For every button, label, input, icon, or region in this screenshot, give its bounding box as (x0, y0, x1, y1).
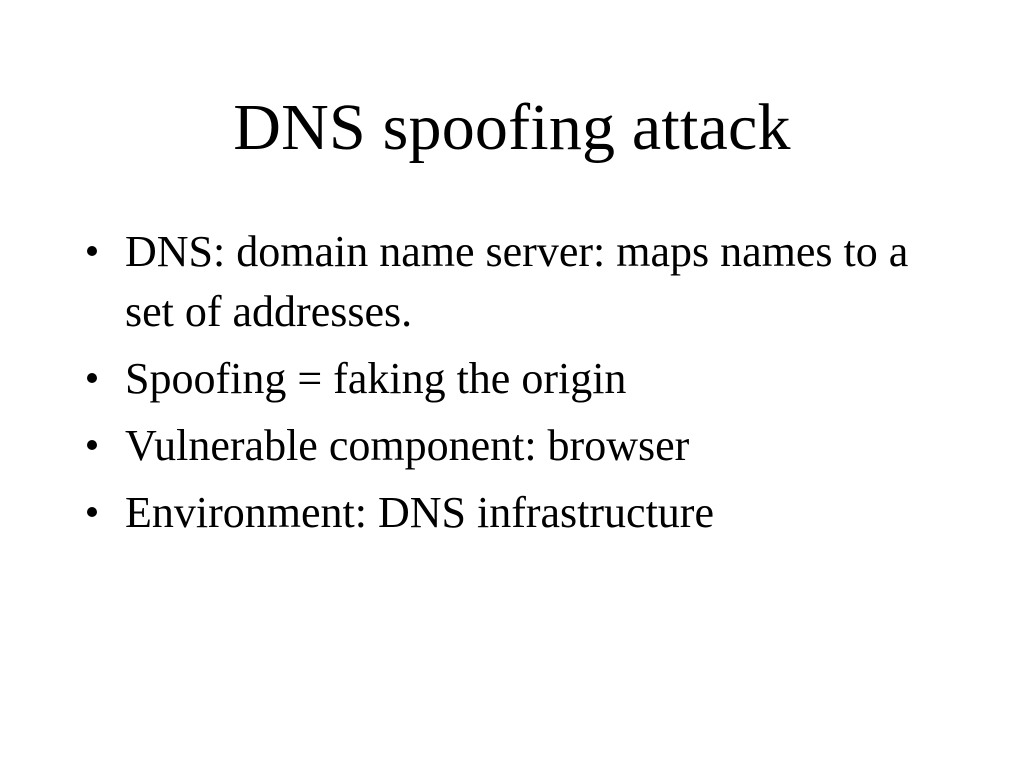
bullet-dot-icon (87, 440, 97, 450)
bullet-list: DNS: domain name server: maps names to a… (78, 222, 964, 543)
bullet-item-label: Vulnerable component: browser (125, 421, 690, 470)
bullet-dot-icon (87, 373, 97, 383)
bullet-dot-icon (87, 507, 97, 517)
slide-title: DNS spoofing attack (233, 91, 791, 164)
bullet-item-label: Environment: DNS infrastructure (125, 488, 714, 537)
bullet-item-vulnerable-component: Vulnerable component: browser (78, 416, 964, 476)
bullet-item-label: DNS: domain name server: maps names to a… (125, 227, 909, 336)
bullet-item-environment: Environment: DNS infrastructure (78, 483, 964, 543)
bullet-item-label: Spoofing = faking the origin (125, 354, 627, 403)
slide-body: DNS: domain name server: maps names to a… (78, 222, 964, 543)
bullet-item-dns-definition: DNS: domain name server: maps names to a… (78, 222, 964, 342)
bullet-item-spoofing-definition: Spoofing = faking the origin (78, 349, 964, 409)
bullet-dot-icon (87, 246, 97, 256)
